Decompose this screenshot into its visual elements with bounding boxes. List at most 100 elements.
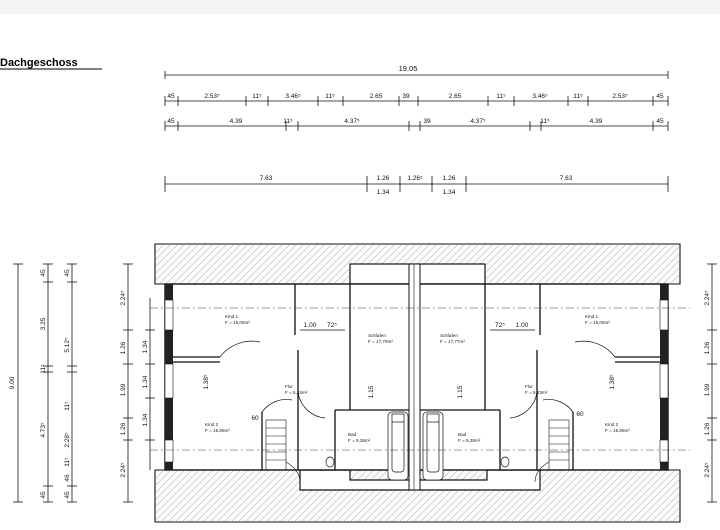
windows-side xyxy=(164,299,669,463)
hatch-line xyxy=(320,244,360,284)
dim-r1-0: 45 xyxy=(167,93,175,100)
hatch-line xyxy=(322,470,374,522)
room-kind2-left-name: Kind 2 xyxy=(205,422,218,427)
hatch-line xyxy=(637,479,680,522)
room-bad-left-name: Bad xyxy=(348,432,357,437)
stairs-right xyxy=(534,419,570,483)
hatch-line xyxy=(502,244,542,284)
hatch-line xyxy=(509,244,549,284)
dimension-chain-row3 xyxy=(164,176,669,192)
hatch-line xyxy=(607,244,647,284)
hatch-line xyxy=(649,253,680,284)
label-opening-100-left: 1.00 xyxy=(304,322,317,329)
hatch-line xyxy=(614,244,654,284)
hatch-line xyxy=(539,470,591,522)
sink-right xyxy=(426,413,440,423)
dim-vm-6: 45 xyxy=(64,491,71,499)
hatch-line xyxy=(210,470,262,522)
dim-vm-0: 45 xyxy=(64,269,71,277)
hatch-line xyxy=(537,244,577,284)
hatch-line xyxy=(518,470,570,522)
dim-r1-1: 2.53⁵ xyxy=(204,93,220,100)
dim-r2-8: 45 xyxy=(656,118,664,125)
label-door-60-left: 60 xyxy=(251,415,259,422)
room-schlafen-right-name: Schlafen xyxy=(440,333,458,338)
hatch-line xyxy=(670,274,680,284)
dim-vm-5: 46 xyxy=(64,474,71,482)
hatch-line xyxy=(285,244,325,284)
bath-fixtures xyxy=(325,411,510,481)
dim-r3-2: 1.26⁵ xyxy=(407,175,423,182)
dim-rv-0: 2.24⁵ xyxy=(704,290,711,306)
hatch-line xyxy=(238,470,290,522)
dim-r3-1: 1.26 xyxy=(377,175,390,182)
hatch-line xyxy=(306,244,346,284)
hatch-line xyxy=(222,244,262,284)
hatch-line xyxy=(257,244,297,284)
hatch-line xyxy=(663,267,680,284)
dim-vi-0: 2.24⁵ xyxy=(120,290,127,306)
hatch-line xyxy=(155,244,192,281)
hatch-line xyxy=(336,470,388,522)
dim-r1-6: 39 xyxy=(402,93,410,100)
label-opening-72-right: 72⁵ xyxy=(495,322,505,329)
hatch-line xyxy=(595,470,647,522)
hatch-line xyxy=(252,470,304,522)
hatch-line xyxy=(243,244,283,284)
room-kind2-right-name: Kind 2 xyxy=(605,422,618,427)
dim-vo-1: 3.25 xyxy=(40,317,47,330)
dim-vo-3: 4.73⁵ xyxy=(40,422,47,438)
dim-r1-11: 2.53⁵ xyxy=(612,93,628,100)
wc-right xyxy=(500,456,510,468)
hatch-line xyxy=(523,244,563,284)
hatch-line xyxy=(245,470,297,522)
dim-r1-8: 11⁵ xyxy=(496,93,506,100)
hatch-line xyxy=(616,470,668,522)
dim-vo-4: 45 xyxy=(40,491,47,499)
hatch-line xyxy=(504,470,556,522)
room-flur-right-name: Flur xyxy=(525,384,533,389)
dim-vm-2: 11⁵ xyxy=(64,401,71,411)
hatch-line xyxy=(481,244,521,284)
dim-vertical-mid-labels: 45 5.12⁵ 11⁵ 2.28⁵ 11⁵ 46 45 xyxy=(64,269,71,499)
room-flur-left-area: F = 6,43m² xyxy=(285,390,308,395)
dim-r1-3: 3.46⁵ xyxy=(285,93,301,100)
party-wall xyxy=(408,263,421,491)
dim-vm-4: 11⁵ xyxy=(64,457,71,467)
opening-labels: 1.00 72⁵ 72⁵ 1.00 1.38⁵ 1.38⁵ 60 60 1.15… xyxy=(203,322,616,422)
dim-vertical-total: 9.00 xyxy=(9,376,16,389)
label-stair-115-left: 1.15 xyxy=(368,385,375,398)
dim-rv-4: 2.24⁵ xyxy=(704,462,711,478)
dim-r1-2: 11⁵ xyxy=(252,93,262,100)
hatch-line xyxy=(173,244,213,284)
sink-left xyxy=(391,413,405,423)
hatch-line xyxy=(532,470,584,522)
hatch-line xyxy=(427,470,479,522)
hatch-line xyxy=(308,470,360,522)
hatch-line xyxy=(168,470,220,522)
dimension-chain-row2 xyxy=(164,121,669,131)
hatch-line xyxy=(544,244,584,284)
hatch-line xyxy=(229,244,269,284)
hatch-line xyxy=(250,244,290,284)
hatch-line xyxy=(623,470,675,522)
dim-rv-2: 1.99 xyxy=(704,383,711,396)
hatch-line xyxy=(572,244,612,284)
room-flur-right-area: F = 6,43m² xyxy=(525,390,548,395)
hatch-line xyxy=(155,470,199,514)
hatch-line xyxy=(560,470,612,522)
hatch-line xyxy=(600,244,640,284)
hatch-line xyxy=(155,470,192,507)
hatch-line xyxy=(441,470,493,522)
dim-rv-1: 1.26 xyxy=(704,341,711,354)
hatch-line xyxy=(271,244,311,284)
hatch-line xyxy=(511,470,563,522)
dimension-row3-labels: 7.63 1.26 1.26⁵ 1.26 7.63 1.34 1.34 xyxy=(260,175,573,196)
room-bad-left-area: F = 9,38m² xyxy=(348,438,371,443)
wc-left xyxy=(325,456,335,468)
dim-r2-6: 11⁵ xyxy=(540,118,550,125)
dim-total-width: 19.05 xyxy=(399,64,418,73)
dim-r3-4: 7.63 xyxy=(560,175,573,182)
dim-vi2-2: 1.34 xyxy=(142,413,149,426)
